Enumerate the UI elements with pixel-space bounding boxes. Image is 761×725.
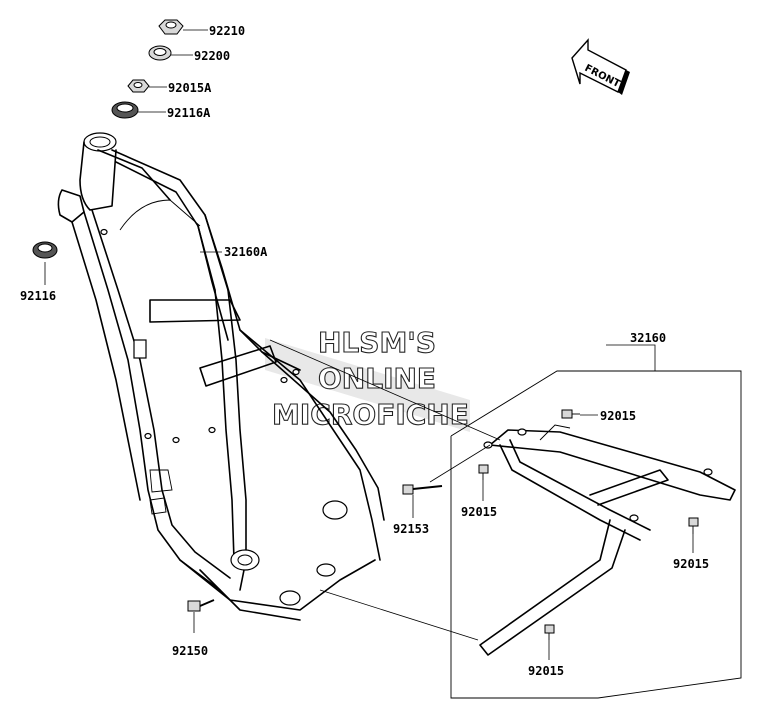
label-92150: 92150 (172, 644, 208, 658)
label-92015-right: 92015 (673, 557, 709, 571)
watermark-line2: ONLINE (318, 362, 436, 395)
leader-lines (44, 29, 694, 660)
label-92015-top: 92015 (600, 409, 636, 423)
bearing-92116A (111, 101, 139, 119)
bolt-92150 (187, 599, 215, 612)
washer-92200 (148, 45, 172, 61)
label-92015A: 92015A (168, 81, 212, 95)
part-labels: 92210 92200 92015A 92116A 92116 32160A 3… (20, 24, 709, 678)
nut-92015A (127, 79, 150, 93)
bearing-92116 (32, 241, 58, 259)
label-92116: 92116 (20, 289, 56, 303)
bolt-92153 (402, 484, 443, 495)
watermark: HLSM'S ONLINE MICROFICHE (265, 325, 470, 432)
watermark-line3: MICROFICHE (272, 398, 469, 431)
bolt-92015-bottom (544, 624, 555, 640)
label-92210: 92210 (209, 24, 245, 38)
label-92153: 92153 (393, 522, 429, 536)
bolt-92015-right (688, 517, 699, 534)
label-32160A: 32160A (224, 245, 268, 259)
subframe-group-box (450, 370, 742, 699)
nut-92210 (158, 19, 184, 35)
watermark-line1: HLSM'S (318, 326, 436, 359)
label-92015-left: 92015 (461, 505, 497, 519)
main-frame-32160A (57, 132, 385, 621)
rear-subframe-32160 (479, 424, 736, 656)
bolt-92015-top (561, 409, 580, 419)
label-32160: 32160 (630, 331, 666, 345)
label-92116A: 92116A (167, 106, 211, 120)
bolt-92015-left (478, 464, 489, 480)
front-arrow-icon: FRONT (571, 38, 630, 95)
label-92200: 92200 (194, 49, 230, 63)
label-92015-bottom: 92015 (528, 664, 564, 678)
